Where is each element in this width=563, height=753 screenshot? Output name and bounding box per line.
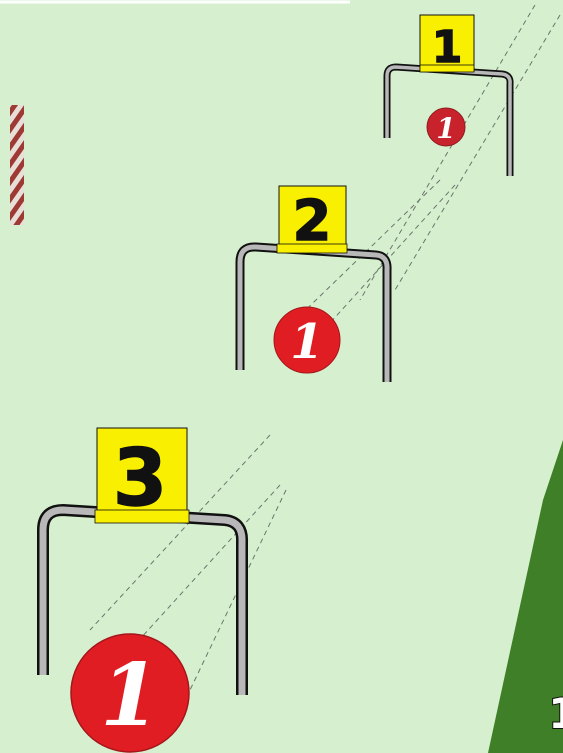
side-marker [10, 105, 24, 225]
gate-2-badge-number: 1 [290, 314, 323, 370]
gate-3-badge-number: 1 [100, 645, 160, 746]
gate-1-badge-number: 1 [436, 112, 455, 145]
ramp-partial-number: 1 [548, 689, 563, 738]
gate-2-number: 2 [293, 189, 332, 254]
gate-1-number: 1 [432, 22, 463, 73]
gate-3-number: 3 [113, 434, 167, 524]
